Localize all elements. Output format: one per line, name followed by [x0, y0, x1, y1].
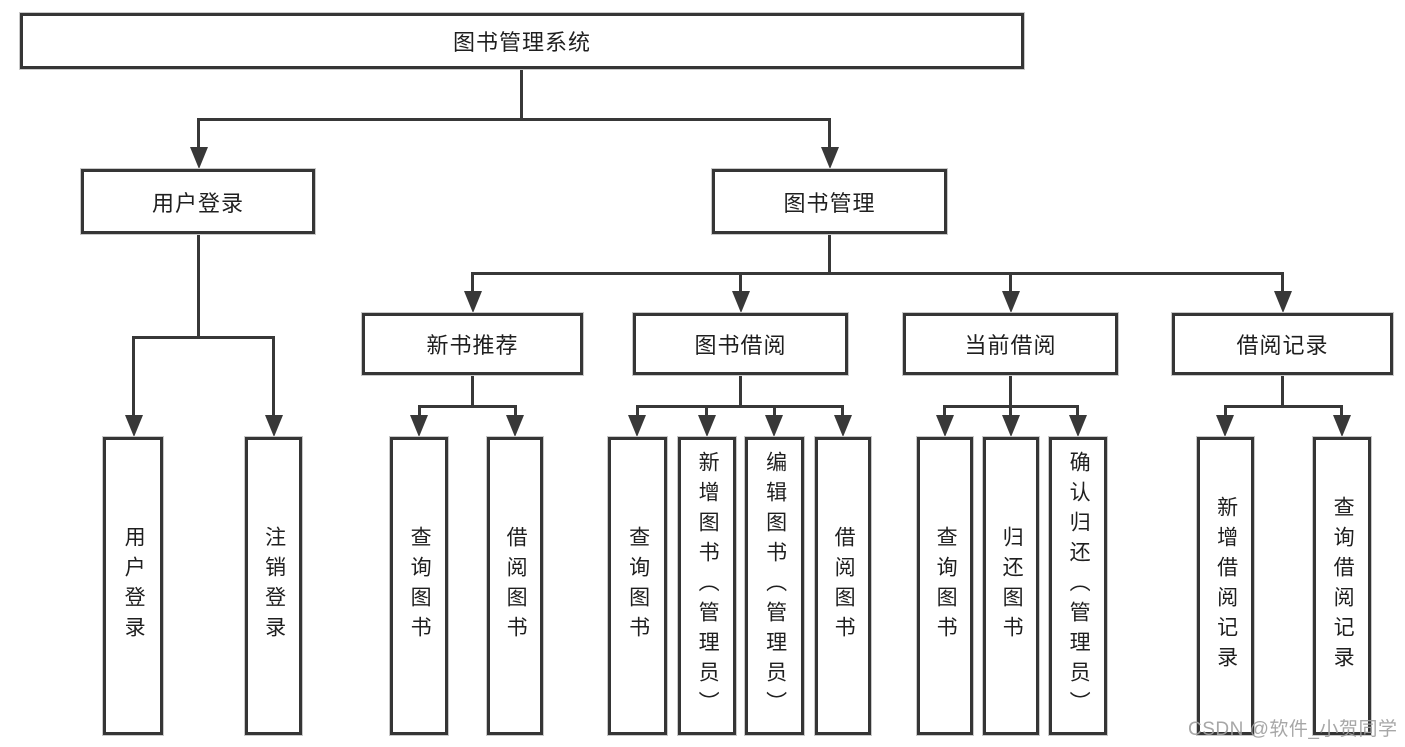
arrowhead-icon: [190, 147, 208, 169]
leaf-label: 新增图书（管理员）: [696, 451, 720, 721]
arrowhead-icon: [125, 415, 143, 437]
arrowhead-icon: [1002, 291, 1020, 313]
arrowhead-icon: [1274, 291, 1292, 313]
leaf-query-borrow-record: 查询借阅记录: [1313, 437, 1371, 735]
leaf-label: 借阅图书: [832, 526, 856, 646]
leaf-label: 编辑图书（管理员）: [763, 451, 787, 721]
node-book-borrow: 图书借阅: [633, 313, 848, 375]
leaf-label: 用户登录: [122, 526, 146, 646]
connector-vline: [841, 405, 844, 419]
connector-hline: [636, 405, 844, 408]
arrowhead-icon: [1002, 415, 1020, 437]
leaf-label: 借阅图书: [504, 526, 528, 646]
leaf-query-book-recommend: 查询图书: [390, 437, 448, 735]
connector-vline: [1281, 272, 1284, 296]
node-label: 新书推荐: [426, 333, 519, 358]
arrowhead-icon: [765, 415, 783, 437]
node-label: 图书管理系统: [452, 30, 591, 55]
leaf-label: 查询图书: [934, 526, 958, 646]
connector-vline: [739, 272, 742, 296]
connector-vline: [1009, 373, 1012, 407]
leaf-return-book: 归还图书: [983, 437, 1039, 735]
leaf-label: 查询图书: [626, 526, 650, 646]
connector-hline: [418, 405, 517, 408]
connector-vline: [1340, 405, 1343, 419]
arrowhead-icon: [732, 291, 750, 313]
connector-vline: [1009, 405, 1012, 419]
arrowhead-icon: [698, 415, 716, 437]
node-borrow-records: 借阅记录: [1172, 313, 1393, 375]
leaf-query-book-current: 查询图书: [917, 437, 973, 735]
arrowhead-icon: [265, 415, 283, 437]
connector-vline: [514, 405, 517, 419]
arrowhead-icon: [410, 415, 428, 437]
connector-vline: [828, 234, 831, 274]
leaf-confirm-return-admin: 确认归还（管理员）: [1049, 437, 1107, 735]
leaf-label: 新增借阅记录: [1214, 496, 1238, 676]
connector-vline: [471, 272, 474, 296]
connector-vline: [705, 405, 708, 419]
node-label: 当前借阅: [964, 333, 1057, 358]
node-label: 图书管理: [783, 190, 876, 216]
connector-vline: [1009, 272, 1012, 296]
leaf-edit-book-admin: 编辑图书（管理员）: [745, 437, 804, 735]
watermark: CSDN @软件_小贺同学: [1188, 719, 1398, 740]
node-label: 借阅记录: [1236, 333, 1329, 358]
connector-vline: [773, 405, 776, 419]
connector-vline: [636, 405, 639, 419]
connector-vline: [1224, 405, 1227, 419]
connector-vline: [520, 66, 523, 120]
arrowhead-icon: [936, 415, 954, 437]
leaf-logout-login: 注销登录: [245, 437, 302, 735]
connector-hline: [1224, 405, 1343, 408]
node-new-book-recommend: 新书推荐: [362, 313, 583, 375]
connector-vline: [739, 373, 742, 407]
connector-vline: [471, 373, 474, 407]
leaf-label: 查询借阅记录: [1331, 496, 1355, 676]
leaf-user-login: 用户登录: [103, 437, 163, 735]
node-root-system: 图书管理系统: [20, 13, 1024, 69]
node-current-borrow: 当前借阅: [903, 313, 1118, 375]
connector-vline: [132, 336, 135, 417]
connector-vline: [197, 118, 200, 150]
connector-vline: [943, 405, 946, 419]
node-user-login: 用户登录: [81, 169, 315, 234]
arrowhead-icon: [628, 415, 646, 437]
leaf-borrow-book-recommend: 借阅图书: [487, 437, 543, 735]
leaf-query-book-borrow: 查询图书: [608, 437, 667, 735]
arrowhead-icon: [1216, 415, 1234, 437]
arrowhead-icon: [506, 415, 524, 437]
connector-vline: [1076, 405, 1079, 419]
leaf-borrow-book: 借阅图书: [815, 437, 871, 735]
node-label: 用户登录: [151, 190, 244, 216]
arrowhead-icon: [1069, 415, 1087, 437]
leaf-add-book-admin: 新增图书（管理员）: [678, 437, 736, 735]
arrowhead-icon: [834, 415, 852, 437]
connector-vline: [1281, 373, 1284, 407]
leaf-label: 归还图书: [1000, 526, 1024, 646]
leaf-add-borrow-record: 新增借阅记录: [1197, 437, 1254, 735]
connector-hline: [471, 272, 1283, 275]
arrowhead-icon: [464, 291, 482, 313]
connector-vline: [197, 234, 200, 338]
arrowhead-icon: [1333, 415, 1351, 437]
connector-hline: [197, 118, 831, 121]
arrowhead-icon: [821, 147, 839, 169]
node-book-management: 图书管理: [712, 169, 947, 234]
connector-vline: [418, 405, 421, 419]
connector-vline: [272, 336, 275, 417]
node-label: 图书借阅: [694, 333, 787, 358]
connector-hline: [132, 336, 274, 339]
leaf-label: 确认归还（管理员）: [1067, 451, 1091, 721]
leaf-label: 注销登录: [262, 526, 286, 646]
leaf-label: 查询图书: [408, 526, 432, 646]
connector-vline: [828, 118, 831, 150]
